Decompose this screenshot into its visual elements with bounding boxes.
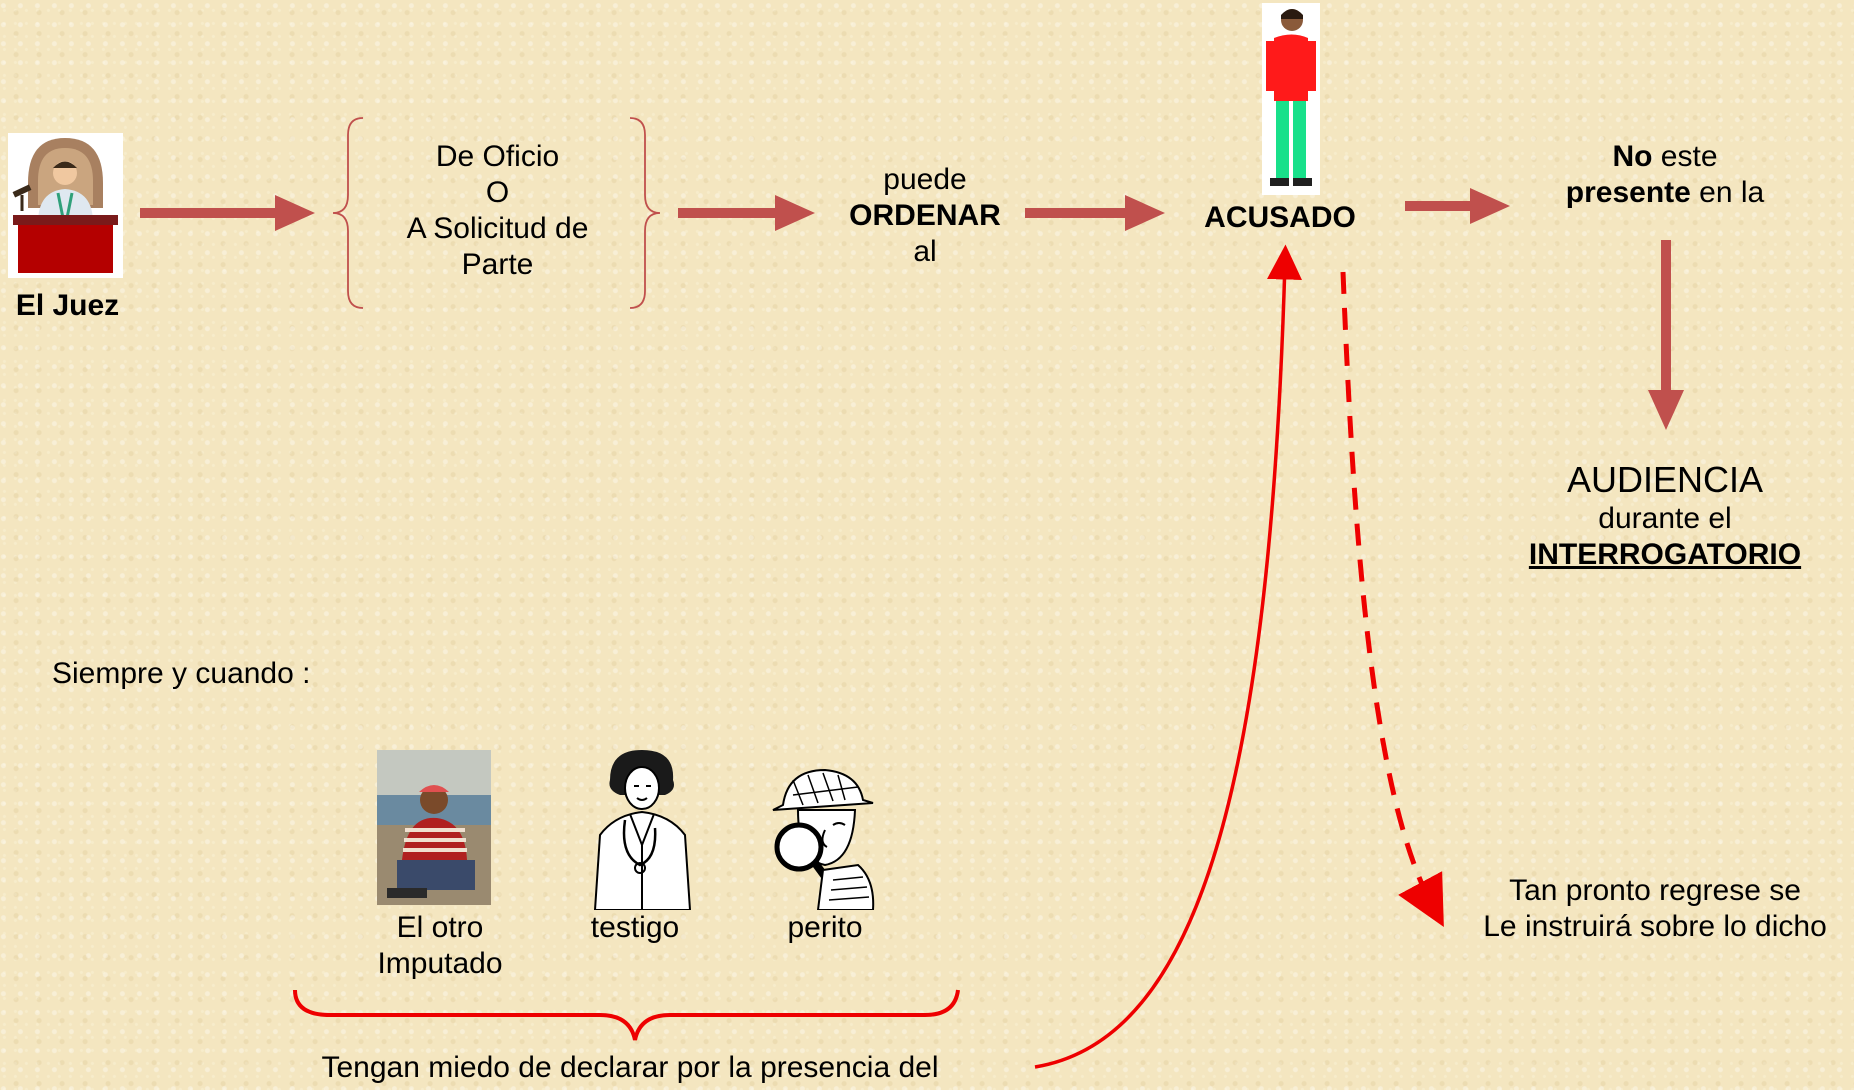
ordenar-line3: al: [913, 235, 937, 268]
regreso-text: Tan pronto regrese se Le instruirá sobre…: [1460, 873, 1850, 945]
expert-icon: [772, 768, 875, 910]
condicion-label: Siempre y cuando :: [52, 657, 311, 690]
ordenar-line2: ORDENAR: [849, 199, 1001, 232]
imputado-line1: El otro: [396, 911, 484, 944]
person-testigo-label: testigo: [590, 911, 680, 944]
ordenar-line1: puede: [883, 163, 967, 196]
arrow-ordenar-to-acusado: [1025, 195, 1165, 231]
accused-person-icon: [1262, 3, 1320, 195]
audiencia-line3: INTERROGATORIO: [1528, 538, 1802, 572]
arrow-presente-to-audiencia: [1648, 240, 1684, 430]
ordenar-text: puede ORDENAR al: [820, 162, 1030, 270]
presente-line1: No este: [1530, 139, 1800, 175]
opciones-text: De Oficio O A Solicitud de Parte: [365, 139, 630, 283]
audiencia-title: AUDIENCIA: [1566, 459, 1764, 500]
presente-este: este: [1652, 140, 1718, 173]
curved-arrow-to-acusado: [1034, 244, 1302, 1069]
arrow-acusado-to-presente: [1405, 188, 1510, 224]
judge-icon: [8, 133, 123, 278]
regreso-line2: Le instruirá sobre lo dicho: [1483, 910, 1827, 943]
presente-text: No este presente en la: [1530, 139, 1800, 211]
presente-en-la: en la: [1690, 176, 1765, 209]
opciones-line3: A Solicitud de: [406, 212, 589, 245]
left-brace: [332, 117, 364, 309]
opciones-line1: De Oficio: [435, 140, 560, 173]
audiencia-line2: durante el: [1598, 502, 1732, 536]
regreso-line1: Tan pronto regrese se: [1509, 874, 1801, 907]
acusado-label: ACUSADO: [1204, 201, 1356, 234]
bottom-brace: [293, 989, 960, 1041]
opciones-line2: O: [485, 176, 510, 209]
imputado-line2: Imputado: [377, 947, 503, 980]
witness-icon: [593, 750, 692, 910]
arrow-juez-to-opciones: [140, 195, 315, 231]
audiencia-block: AUDIENCIA durante el INTERROGATORIO: [1495, 458, 1835, 573]
right-brace: [629, 117, 661, 309]
presente-line2: presente en la: [1530, 175, 1800, 211]
dashed-arrow-to-regreso: [1340, 271, 1444, 928]
presente-no: No: [1612, 140, 1653, 173]
presente-presente: presente: [1565, 176, 1691, 209]
other-accused-photo: [377, 750, 491, 905]
juez-label: El Juez: [15, 289, 120, 322]
miedo-label: Tengan miedo de declarar por la presenci…: [321, 1051, 939, 1084]
person-imputado-label: El otro Imputado: [360, 910, 520, 982]
arrow-opciones-to-ordenar: [678, 195, 815, 231]
opciones-line4: Parte: [461, 248, 534, 281]
person-perito-label: perito: [787, 911, 863, 944]
